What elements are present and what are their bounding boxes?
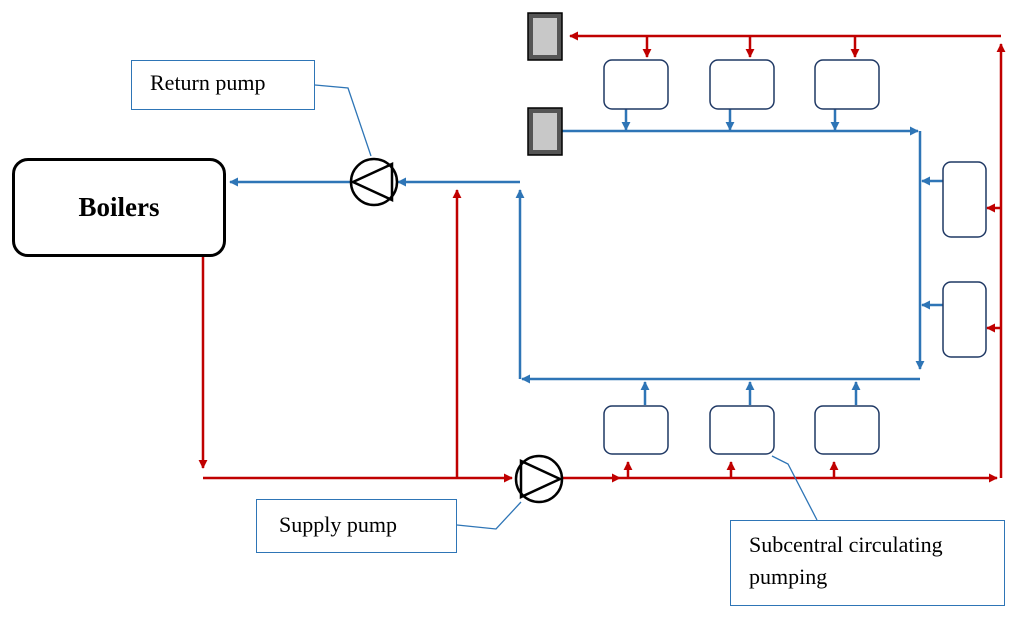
supply-pipes <box>198 31 1006 483</box>
substation-top-3 <box>814 59 880 110</box>
supply-pump-label: Supply pump <box>279 512 397 537</box>
boilers-label: Boilers <box>78 192 160 222</box>
return-pipes <box>229 109 943 405</box>
emitters <box>527 12 563 156</box>
subcentral-label-line1: Subcentral circulating <box>749 532 943 557</box>
supply-pump-leader <box>456 501 522 530</box>
subcentral-leader <box>771 455 818 521</box>
substation-right-1 <box>942 161 987 238</box>
substation-bottom-1 <box>603 405 669 455</box>
subcentral-pumping-callout: Subcentral circulating pumping <box>730 520 1005 606</box>
return-pump-label: Return pump <box>150 70 266 95</box>
boilers-box: Boilers <box>12 158 226 257</box>
supply-pump-callout: Supply pump <box>256 499 457 553</box>
substation-bottom-2 <box>709 405 775 455</box>
substation-right-2 <box>942 281 987 358</box>
return-pump-callout: Return pump <box>131 60 315 110</box>
callout-leaders <box>314 84 818 530</box>
emitter-top-inner <box>533 18 557 55</box>
supply-pump-symbol <box>514 454 564 504</box>
emitter-mid-inner <box>533 113 557 150</box>
substation-bottom-3 <box>814 405 880 455</box>
substations <box>603 59 987 455</box>
return-pump-symbol <box>349 157 399 207</box>
substation-top-2 <box>709 59 775 110</box>
supply-pump-triangle <box>519 459 563 499</box>
subcentral-label-line2: pumping <box>749 564 828 589</box>
return-pump-leader <box>314 84 372 157</box>
substation-top-1 <box>603 59 669 110</box>
return-pump-triangle <box>350 162 394 202</box>
